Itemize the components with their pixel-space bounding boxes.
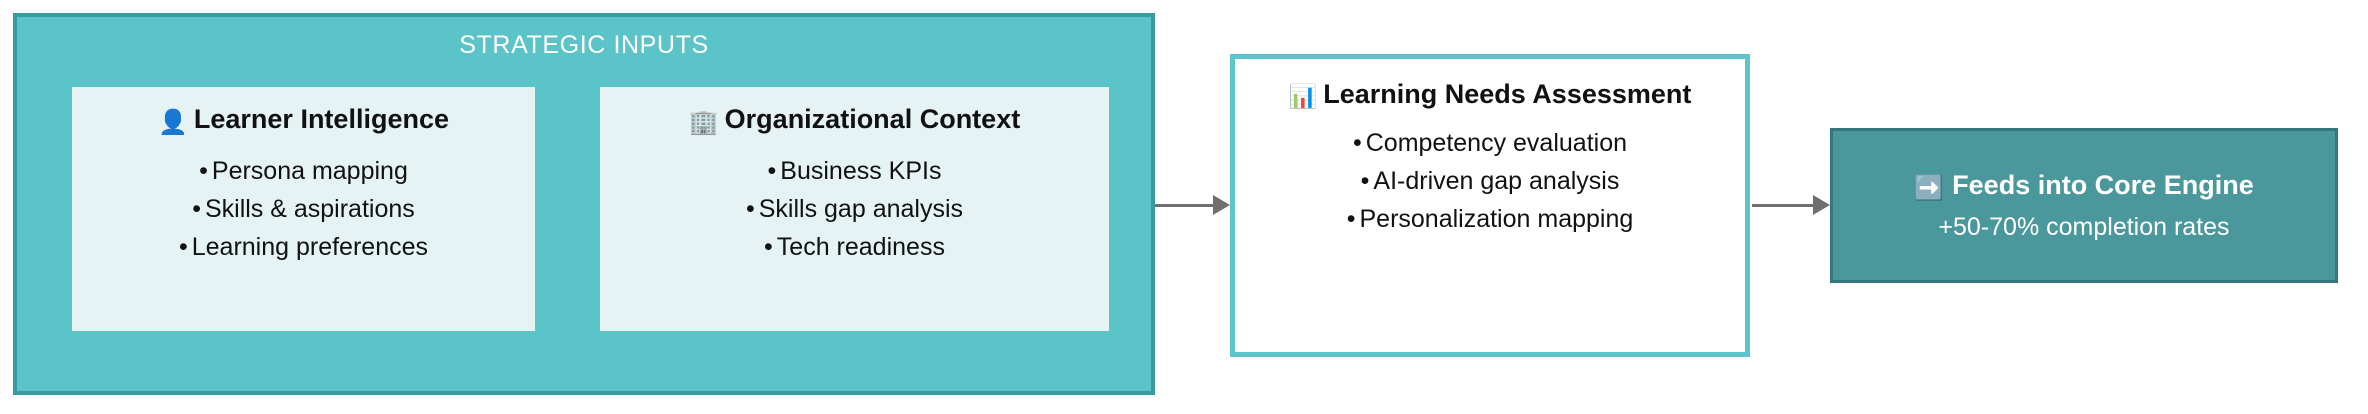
list-item: •Skills gap analysis <box>600 190 1109 228</box>
list-item-label: Learning preferences <box>191 233 429 261</box>
list-item-label: Competency evaluation <box>1365 129 1628 158</box>
list-item: •Skills & aspirations <box>72 190 535 228</box>
card-organizational-context-heading-text: Organizational Context <box>724 104 1021 134</box>
arrow-assessment-to-feeds <box>1752 195 1830 215</box>
list-item: •Tech readiness <box>600 228 1109 266</box>
arrow-inputs-to-assessment <box>1155 195 1230 215</box>
strategic-inputs-panel: STRATEGIC INPUTS 👤Learner Intelligence •… <box>13 13 1155 395</box>
card-learner-intelligence-heading-text: Learner Intelligence <box>193 104 449 134</box>
list-item-label: Persona mapping <box>211 157 408 185</box>
arrow-shaft <box>1752 203 1813 207</box>
card-learner-intelligence: 👤Learner Intelligence •Persona mapping •… <box>72 87 535 331</box>
card-organizational-context-heading: 🏢Organizational Context <box>600 103 1109 138</box>
feeds-into-core-engine-box: ➡️Feeds into Core Engine +50-70% complet… <box>1830 128 2338 283</box>
feeds-subtitle: +50-70% completion rates <box>1938 212 2230 241</box>
card-organizational-context-bullets: •Business KPIs •Skills gap analysis •Tec… <box>600 152 1109 266</box>
office-building-icon: 🏢 <box>688 109 719 136</box>
bullet-dot: • <box>767 157 777 185</box>
list-item: •Competency evaluation <box>1235 124 1745 162</box>
card-learning-needs-assessment: 📊Learning Needs Assessment •Competency e… <box>1230 54 1750 357</box>
feeds-title-text: Feeds into Core Engine <box>1952 169 2254 200</box>
list-item-label: Personalization mapping <box>1359 205 1634 234</box>
list-item: •Persona mapping <box>72 152 535 190</box>
list-item: •Personalization mapping <box>1235 200 1745 238</box>
right-arrow-icon: ➡️ <box>1914 174 1945 202</box>
card-learner-intelligence-heading: 👤Learner Intelligence <box>72 103 535 138</box>
list-item-label: AI-driven gap analysis <box>1373 167 1620 196</box>
list-item: •AI-driven gap analysis <box>1235 162 1745 200</box>
list-item: •Learning preferences <box>72 228 535 266</box>
card-learner-intelligence-bullets: •Persona mapping •Skills & aspirations •… <box>72 152 535 266</box>
bullet-dot: • <box>1352 129 1362 158</box>
list-item: •Business KPIs <box>600 152 1109 190</box>
arrow-shaft <box>1155 203 1213 207</box>
bullet-dot: • <box>1346 205 1356 234</box>
bullet-dot: • <box>192 195 201 223</box>
list-item-label: Tech readiness <box>776 233 945 261</box>
bullet-dot: • <box>764 233 773 261</box>
list-item-label: Skills & aspirations <box>204 195 415 223</box>
arrow-head-icon <box>1213 195 1230 215</box>
bullet-dot: • <box>1360 167 1370 196</box>
arrow-head-icon <box>1813 195 1830 215</box>
bullet-dot: • <box>178 233 188 261</box>
feeds-title: ➡️Feeds into Core Engine <box>1914 170 2253 203</box>
assessment-heading-text: Learning Needs Assessment <box>1323 79 1692 109</box>
bar-chart-icon: 📊 <box>1288 83 1318 109</box>
assessment-heading: 📊Learning Needs Assessment <box>1235 77 1745 112</box>
bullet-dot: • <box>745 195 755 223</box>
bullet-dot: • <box>199 157 208 185</box>
strategic-inputs-title: STRATEGIC INPUTS <box>459 31 709 59</box>
person-icon: 👤 <box>158 109 188 136</box>
list-item-label: Business KPIs <box>780 157 942 185</box>
assessment-bullets: •Competency evaluation •AI-driven gap an… <box>1235 124 1745 238</box>
list-item-label: Skills gap analysis <box>758 195 964 223</box>
card-organizational-context: 🏢Organizational Context •Business KPIs •… <box>600 87 1109 331</box>
